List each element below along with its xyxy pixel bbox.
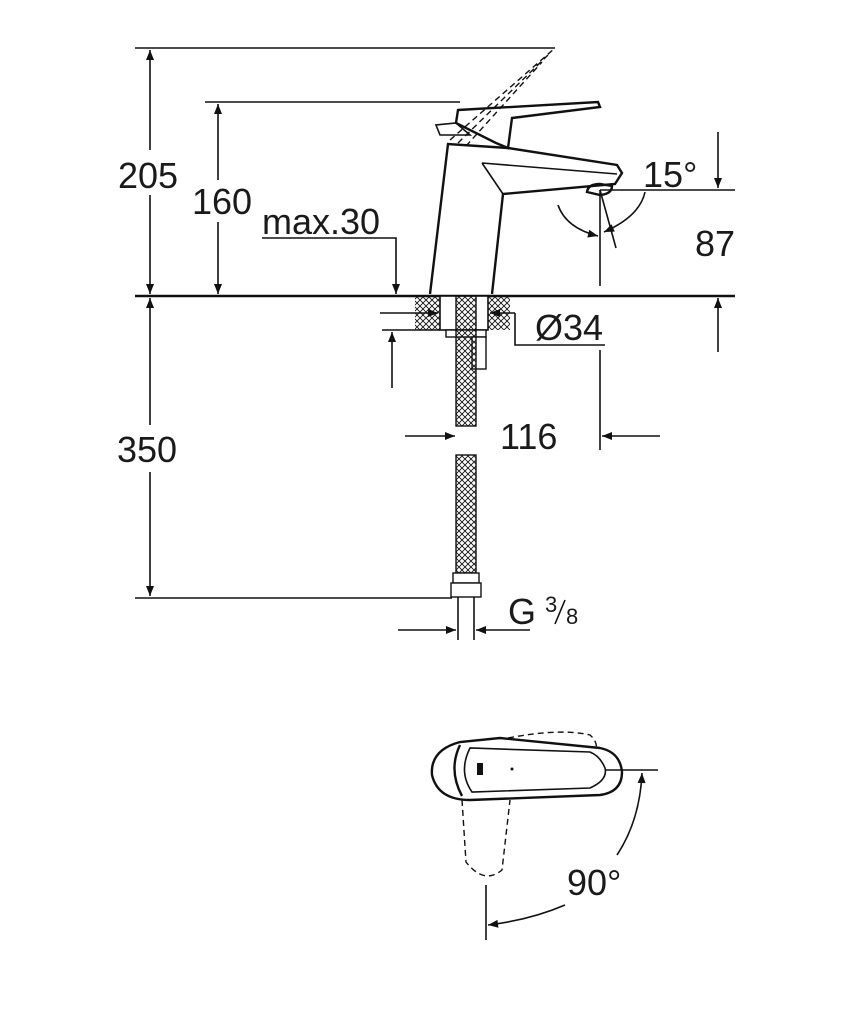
dimension-label-diameter: Ø34	[535, 307, 603, 348]
dimension-max30: max.30	[262, 201, 440, 388]
dimension-connection-thread: G 3 8	[398, 591, 578, 634]
dimension-label-90deg: 90°	[567, 862, 621, 903]
dimension-label-116: 116	[500, 416, 557, 457]
dimension-diameter-34: Ø34	[380, 307, 605, 348]
dimension-label-160: 160	[192, 181, 252, 222]
dimension-label-15deg: 15°	[643, 154, 697, 195]
mounting-assembly	[415, 295, 510, 640]
dimension-label-max30: max.30	[262, 201, 380, 242]
faucet-top-view: 90°	[430, 731, 658, 940]
dimension-205: 205	[118, 50, 178, 294]
thread-label-numerator: 3	[545, 592, 557, 617]
dimension-160: 160	[192, 104, 252, 294]
dimension-label-350: 350	[117, 429, 177, 470]
dimension-116: 116	[405, 350, 660, 457]
dimension-350: 350	[117, 298, 177, 596]
thread-label-denominator: 8	[566, 604, 578, 629]
thread-label-g: G	[508, 591, 536, 632]
faucet-side-view	[428, 47, 624, 295]
dimension-label-205: 205	[118, 155, 178, 196]
dimension-label-87: 87	[695, 223, 735, 264]
dimension-spout-angle: 15° 87	[557, 132, 735, 352]
